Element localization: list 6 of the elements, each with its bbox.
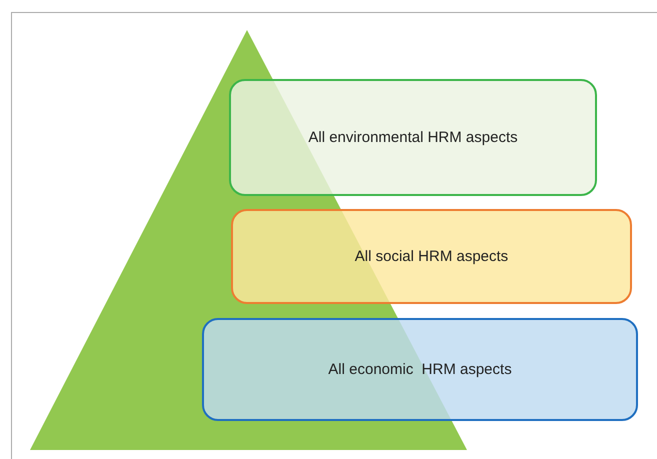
box-label: All environmental HRM aspects — [308, 129, 518, 146]
rounded-box — [231, 209, 632, 304]
rounded-box — [202, 318, 638, 421]
box-label: All social HRM aspects — [354, 248, 508, 265]
box-label: All economic HRM aspects — [328, 361, 512, 378]
rounded-box — [229, 79, 597, 196]
